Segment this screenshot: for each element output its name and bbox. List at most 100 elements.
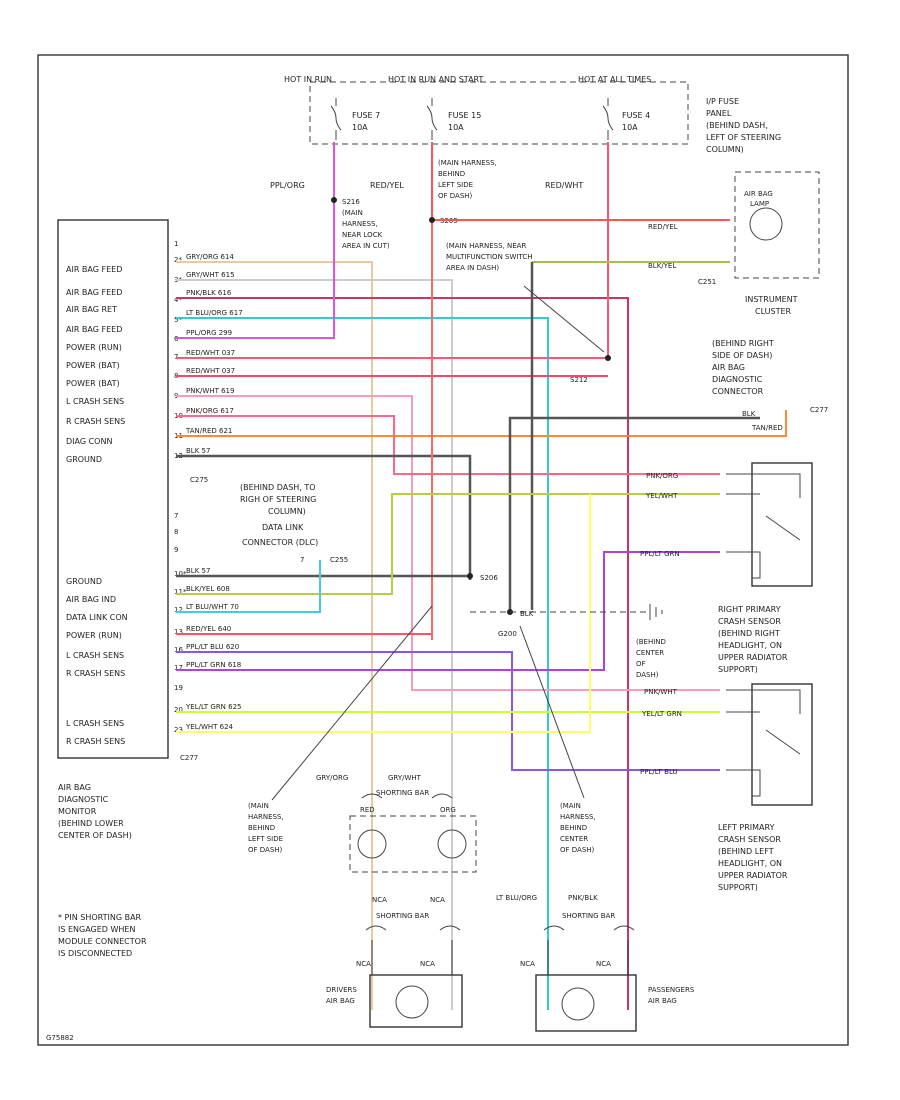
svg-text:23: 23 — [174, 726, 183, 734]
svg-text:NCA: NCA — [372, 896, 387, 904]
svg-text:AIR BAG FEED: AIR BAG FEED — [66, 288, 122, 297]
fuse-15-rating: 10A — [448, 123, 464, 132]
svg-text:7: 7 — [174, 512, 178, 520]
svg-text:OF DASH): OF DASH) — [438, 192, 473, 200]
module-name: AIR BAG DIAGNOSTIC MONITOR (BEHIND LOWER… — [58, 783, 132, 840]
svg-text:RED/WHT 037: RED/WHT 037 — [186, 349, 235, 357]
svg-text:HEADLIGHT, ON: HEADLIGHT, ON — [718, 641, 782, 650]
svg-text:19: 19 — [174, 684, 183, 692]
footer-code: G75882 — [46, 1034, 74, 1042]
svg-text:S216: S216 — [342, 198, 360, 206]
cluster-label-2: CLUSTER — [755, 307, 792, 316]
svg-text:CRASH SENSOR: CRASH SENSOR — [718, 617, 781, 626]
svg-text:AIR BAG RET: AIR BAG RET — [66, 305, 117, 314]
svg-text:MULTIFUNCTION SWITCH: MULTIFUNCTION SWITCH — [446, 253, 532, 261]
svg-text:SHORTING BAR: SHORTING BAR — [376, 789, 429, 797]
svg-text:(BEHIND LOWER: (BEHIND LOWER — [58, 819, 124, 828]
svg-text:CONNECTOR: CONNECTOR — [712, 387, 764, 396]
svg-text:12: 12 — [174, 606, 183, 614]
diagram-frame — [37, 54, 849, 1046]
wire-label-pplorg: PPL/ORG — [270, 181, 305, 190]
ground-wire: BLK — [520, 610, 534, 618]
connector-c277b: C277 — [810, 406, 828, 414]
svg-text:BEHIND: BEHIND — [438, 170, 465, 178]
svg-text:BLK 57: BLK 57 — [186, 447, 210, 455]
svg-text:16: 16 — [174, 646, 183, 654]
svg-text:TAN/RED: TAN/RED — [751, 424, 783, 432]
instrument-cluster: AIR BAG LAMP C251 INSTRUMENT CLUSTER RED… — [648, 171, 820, 316]
svg-text:1: 1 — [174, 240, 178, 248]
fuse-panel-label: I/P FUSE PANEL (BEHIND DASH, LEFT OF STE… — [706, 97, 781, 154]
svg-text:(BEHIND RIGHT: (BEHIND RIGHT — [718, 629, 780, 638]
svg-text:SIDE OF DASH): SIDE OF DASH) — [712, 351, 772, 360]
fuse-15-name: FUSE 15 — [448, 111, 481, 120]
svg-text:LT BLU/ORG: LT BLU/ORG — [496, 894, 537, 902]
svg-text:CRASH SENSOR: CRASH SENSOR — [718, 835, 781, 844]
svg-text:PNK/ORG 617: PNK/ORG 617 — [186, 407, 234, 415]
svg-text:NCA: NCA — [420, 960, 435, 968]
svg-text:HARNESS,: HARNESS, — [248, 813, 284, 821]
svg-text:4*: 4* — [174, 296, 182, 304]
fuse-7-name: FUSE 7 — [352, 111, 380, 120]
splice-s216-label: S216 (MAIN HARNESS, NEAR LOCK AREA IN CU… — [342, 198, 390, 250]
svg-text:GRY/WHT: GRY/WHT — [388, 774, 422, 782]
svg-text:(BEHIND DASH, TO: (BEHIND DASH, TO — [240, 483, 316, 492]
wires-lower — [176, 493, 720, 771]
svg-text:OF DASH): OF DASH) — [248, 846, 283, 854]
svg-text:PNK/BLK 616: PNK/BLK 616 — [186, 289, 232, 297]
module-pins-top: 1 2* 3* 4* 5* 6 7 8 9 10 11 12 — [174, 240, 183, 460]
svg-text:PPL/ORG 299: PPL/ORG 299 — [186, 329, 232, 337]
svg-text:PPL/LT BLU 620: PPL/LT BLU 620 — [186, 643, 239, 651]
svg-text:(BEHIND LEFT: (BEHIND LEFT — [718, 847, 774, 856]
svg-text:ORG: ORG — [440, 806, 456, 814]
hot-in-run-label: HOT IN RUN — [284, 75, 332, 84]
svg-text:HARNESS,: HARNESS, — [560, 813, 596, 821]
svg-text:PANEL: PANEL — [706, 109, 732, 118]
svg-text:DRIVERS: DRIVERS — [326, 986, 357, 994]
svg-text:(BEHIND RIGHT: (BEHIND RIGHT — [712, 339, 774, 348]
svg-text:CENTER: CENTER — [636, 649, 664, 657]
svg-text:20: 20 — [174, 706, 183, 714]
svg-text:11*: 11* — [174, 588, 187, 596]
cluster-connector: C251 — [698, 278, 716, 286]
left-crash-sensor: PNK/WHT YEL/LT GRN PPL/LT BLU LEFT PRIMA… — [640, 683, 813, 892]
svg-text:NCA: NCA — [596, 960, 611, 968]
fuse-4-name: FUSE 4 — [622, 111, 650, 120]
svg-text:R CRASH SENS: R CRASH SENS — [66, 669, 125, 678]
svg-text:DASH): DASH) — [636, 671, 659, 679]
svg-text:R CRASH SENS: R CRASH SENS — [66, 737, 125, 746]
svg-text:8: 8 — [174, 528, 178, 536]
svg-text:9: 9 — [174, 546, 178, 554]
svg-text:YEL/WHT 624: YEL/WHT 624 — [185, 723, 234, 731]
svg-text:YEL/LT GRN: YEL/LT GRN — [641, 710, 682, 718]
svg-text:L CRASH SENS: L CRASH SENS — [66, 397, 124, 406]
hot-in-run-accy-label: HOT IN RUN AND START — [388, 75, 484, 84]
cluster-label-1: INSTRUMENT — [745, 295, 798, 304]
wire-labels-top: GRY/ORG 614 GRY/WHT 615 PNK/BLK 616 LT B… — [185, 253, 243, 455]
svg-text:UPPER RADIATOR: UPPER RADIATOR — [718, 653, 788, 662]
svg-text:MONITOR: MONITOR — [58, 807, 97, 816]
svg-text:CENTER: CENTER — [560, 835, 588, 843]
svg-text:L CRASH SENS: L CRASH SENS — [66, 719, 124, 728]
svg-text:PNK/WHT: PNK/WHT — [644, 688, 678, 696]
svg-text:LT BLU/ORG 617: LT BLU/ORG 617 — [186, 309, 243, 317]
svg-text:10*: 10* — [174, 570, 187, 578]
svg-text:OF DASH): OF DASH) — [560, 846, 595, 854]
svg-text:LEFT OF STEERING: LEFT OF STEERING — [706, 133, 781, 142]
svg-text:AIR BAG: AIR BAG — [648, 997, 677, 1005]
svg-text:(MAIN HARNESS,: (MAIN HARNESS, — [438, 159, 497, 167]
svg-text:NCA: NCA — [356, 960, 371, 968]
svg-text:AREA IN CUT): AREA IN CUT) — [342, 242, 390, 250]
svg-text:AIR BAG FEED: AIR BAG FEED — [66, 325, 122, 334]
svg-text:SUPPORT): SUPPORT) — [718, 665, 758, 674]
svg-text:(BEHIND DASH,: (BEHIND DASH, — [706, 121, 768, 130]
svg-text:LEFT SIDE: LEFT SIDE — [248, 835, 283, 843]
diag-connector-label: (BEHIND RIGHT SIDE OF DASH) AIR BAG DIAG… — [712, 339, 783, 432]
svg-text:(MAIN: (MAIN — [342, 209, 363, 217]
right-crash-sensor: PNK/ORG YEL/WHT PPL/LT GRN RIGHT PRIMARY… — [640, 462, 813, 674]
svg-text:YEL/LT GRN 625: YEL/LT GRN 625 — [185, 703, 242, 711]
svg-text:IS ENGAGED WHEN: IS ENGAGED WHEN — [58, 925, 135, 934]
svg-text:(MAIN HARNESS, NEAR: (MAIN HARNESS, NEAR — [446, 242, 526, 250]
svg-text:BLK 57: BLK 57 — [186, 567, 210, 575]
